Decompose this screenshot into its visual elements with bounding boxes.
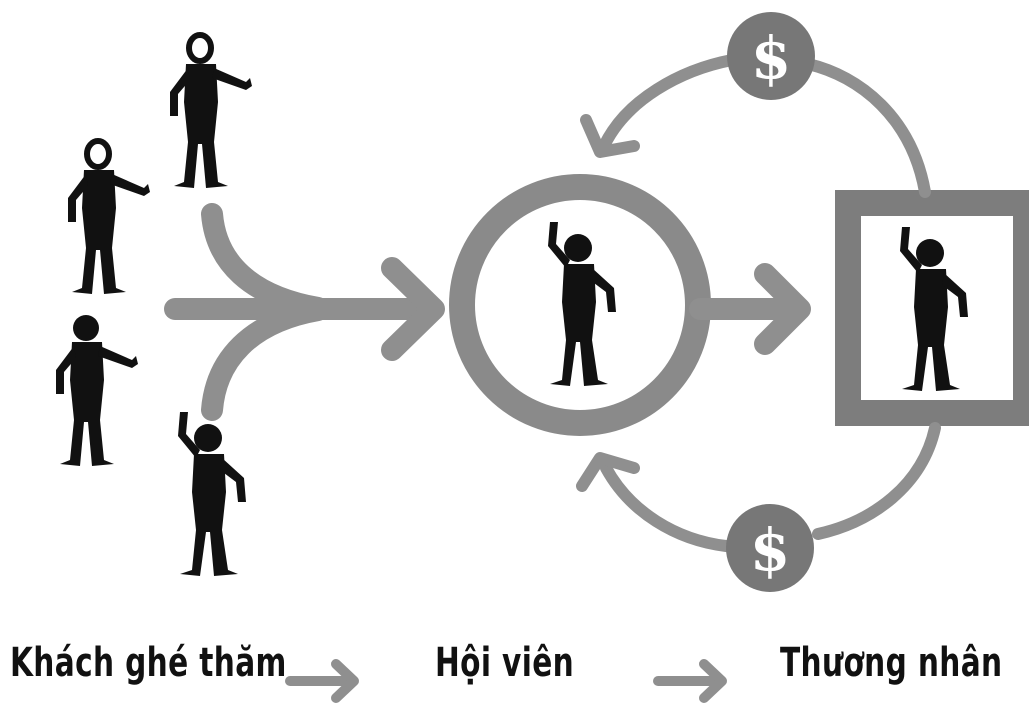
visitor-person-icon (178, 412, 246, 576)
bottom-loop-arrow-icon (812, 422, 941, 540)
visitor-person-icon (68, 141, 150, 294)
svg-text:$: $ (751, 24, 791, 92)
label-arrow-icon (653, 659, 727, 703)
visitor-label: Khách ghé thăm (10, 640, 287, 686)
top-loop-arrow-icon (802, 58, 931, 198)
visitor-person-icon (56, 315, 138, 466)
curved-arrow-head-icon (580, 114, 640, 158)
curved-arrow-head-icon (576, 452, 640, 492)
top-dollar-coin-icon: $ (727, 12, 815, 100)
merge-arrow-icon (164, 203, 445, 421)
label-arrow-icon (285, 659, 359, 703)
member-to-merchant-arrow-icon (689, 263, 811, 355)
visitor-person-icon (170, 35, 252, 188)
svg-text:$: $ (750, 516, 790, 584)
bottom-dollar-coin-icon: $ (726, 504, 814, 592)
merchant-label: Thương nhân (780, 640, 1003, 686)
member-label: Hội viên (435, 640, 575, 686)
